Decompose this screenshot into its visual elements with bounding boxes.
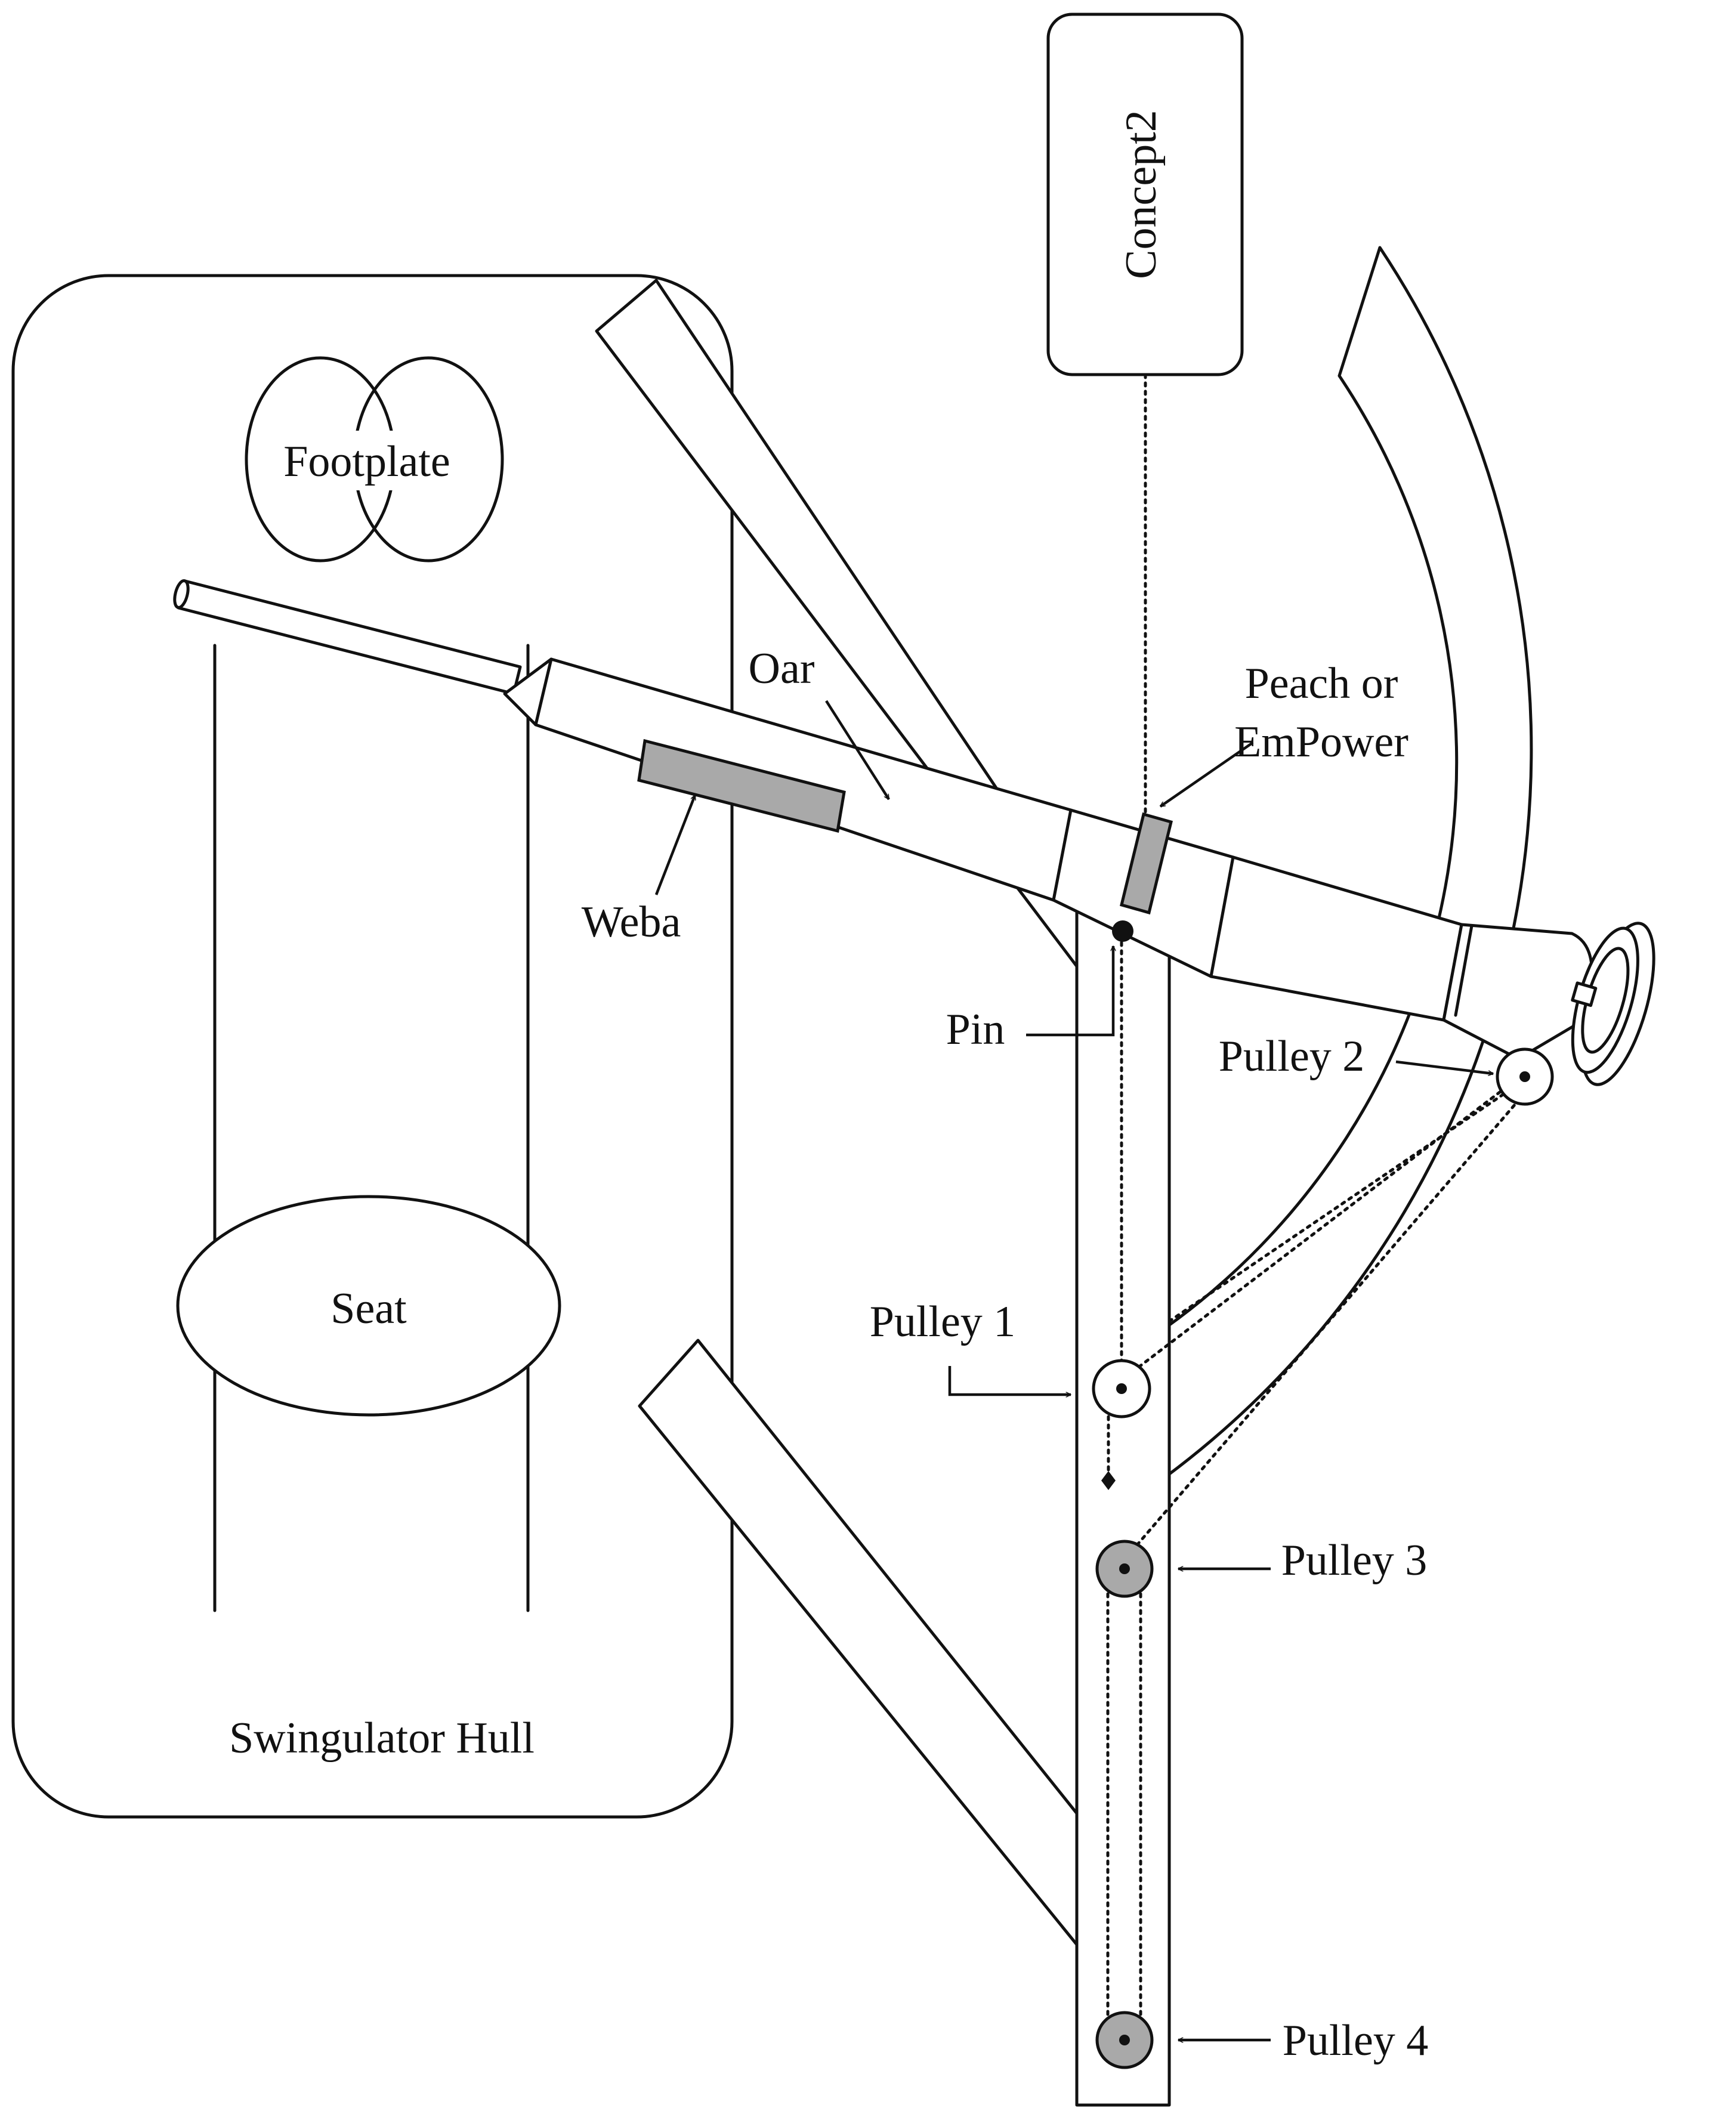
rigger-arc — [1164, 246, 1533, 1478]
concept2-label: Concept2 — [1117, 110, 1166, 279]
oar — [173, 579, 1655, 1086]
peach-empower-sensor — [1120, 812, 1173, 915]
seat-label: Seat — [330, 1284, 407, 1333]
pulley-4 — [1095, 2011, 1154, 2069]
pulley1-label: Pulley 1 — [870, 1297, 1016, 1346]
cable-post-to-pulley2 — [1167, 1087, 1513, 1323]
swingulator-hull — [11, 274, 734, 1819]
weba-sensor — [637, 738, 846, 833]
cable-pulley3-to-pulley2 — [1135, 1090, 1528, 1547]
pulley2-arrow — [1395, 1060, 1493, 1074]
rigger-arm-lower — [638, 1339, 1079, 1946]
oar-end-disc — [1571, 922, 1655, 1086]
pulley4-label: Pulley 4 — [1283, 2016, 1429, 2065]
pulley-3 — [1095, 1540, 1154, 1598]
pulley-2 — [1496, 1047, 1554, 1106]
pulley3-label: Pulley 3 — [1281, 1536, 1428, 1585]
peach-arrow — [1160, 741, 1254, 808]
pulley-1 — [1092, 1359, 1151, 1418]
oar-label: Oar — [749, 644, 815, 693]
oar-arrow — [825, 700, 890, 799]
weba-label: Weba — [582, 898, 681, 947]
seat — [176, 1195, 561, 1417]
oar-shaft-outer — [1209, 855, 1463, 1022]
swingulator-hull-label: Swingulator Hull — [229, 1714, 535, 1763]
pulley1-arrow — [948, 1366, 1071, 1395]
pin — [1112, 920, 1133, 942]
footplate-label: Footplate — [283, 437, 450, 486]
weba-arrow — [654, 795, 697, 895]
pin-arrow — [1026, 946, 1113, 1037]
cable-pulley1-to-pulley2 — [1130, 1075, 1522, 1374]
empower-label: EmPower — [1234, 718, 1408, 767]
cable-clip-icon — [1101, 1471, 1116, 1490]
oar-handle — [177, 579, 522, 696]
peach-label: Peach or — [1245, 659, 1398, 708]
vertical-post — [1075, 902, 1171, 2107]
pin-label: Pin — [946, 1005, 1005, 1054]
pulley2-label: Pulley 2 — [1219, 1032, 1365, 1081]
